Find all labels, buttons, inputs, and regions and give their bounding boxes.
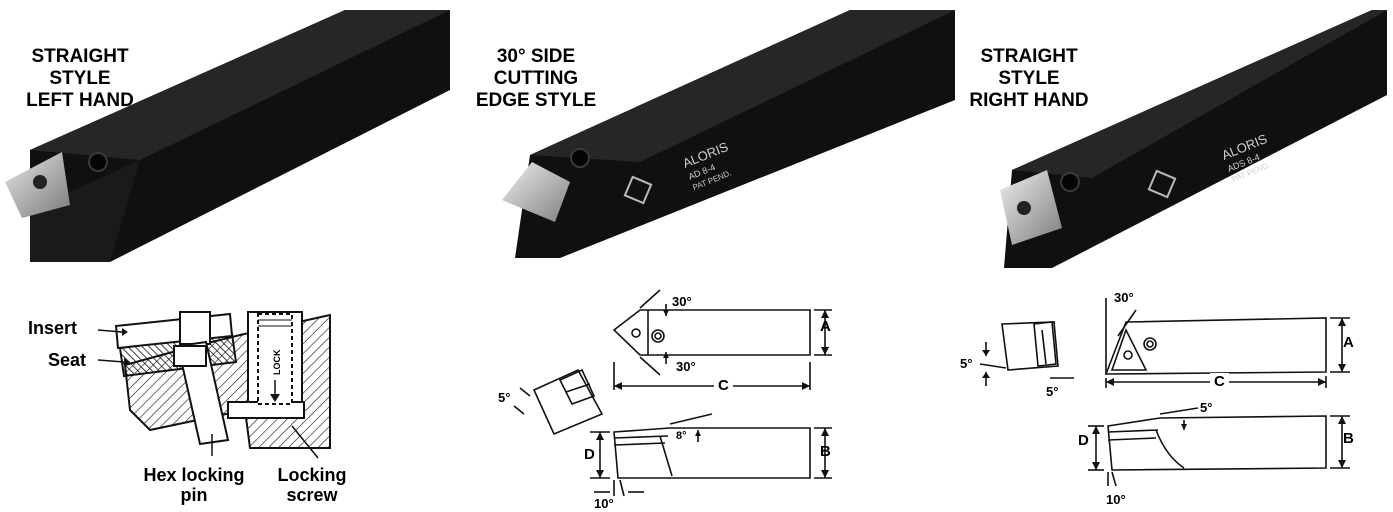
mid-dim-c: C	[714, 377, 733, 394]
mid-angle-b: 8°	[676, 430, 687, 442]
tool-photo-middle: ALORIS AD 8-4 PAT PEND.	[502, 10, 955, 258]
right-dimension-drawing	[979, 298, 1350, 487]
mid-angle-side: 5°	[498, 390, 511, 405]
tool-photo-right: ALORIS ADS 8-4 PAT PEND.	[1000, 10, 1387, 268]
mid-angle-end: 10°	[594, 496, 614, 511]
right-dim-c: C	[1210, 373, 1229, 390]
section-diagram: LOCK	[97, 311, 331, 459]
right-angle-5-top: 5°	[1200, 400, 1213, 415]
right-dim-a: A	[1343, 334, 1354, 351]
right-dim-d: D	[1078, 432, 1089, 449]
screw-icon	[570, 148, 590, 168]
right-angle-5-small: 5°	[1046, 384, 1059, 399]
middle-dimension-drawing	[513, 289, 832, 497]
right-angle-top: 30°	[1114, 290, 1134, 305]
hex-locking-pin-part	[176, 340, 230, 446]
tool-photo-left	[5, 10, 450, 262]
screw-icon	[88, 152, 108, 172]
mid-angle-bottom: 30°	[676, 359, 696, 374]
mid-dim-b: B	[820, 443, 831, 460]
right-angle-end: 10°	[1106, 492, 1126, 507]
screw-icon	[1060, 172, 1080, 192]
insert-label: Insert	[28, 318, 78, 338]
insert-icon	[502, 162, 570, 222]
aloris-logo-icon	[623, 175, 653, 205]
right-angle-5-left: 5°	[960, 356, 973, 371]
aloris-logo-icon	[1147, 169, 1177, 199]
mid-angle-top: 30°	[672, 294, 692, 309]
mid-dim-a: A	[820, 318, 831, 335]
right-dim-b: B	[1343, 430, 1354, 447]
insert-icon	[1000, 170, 1062, 245]
mid-dim-d: D	[584, 446, 595, 463]
seat-label: Seat	[48, 350, 87, 370]
lock-label: LOCK	[272, 349, 282, 375]
